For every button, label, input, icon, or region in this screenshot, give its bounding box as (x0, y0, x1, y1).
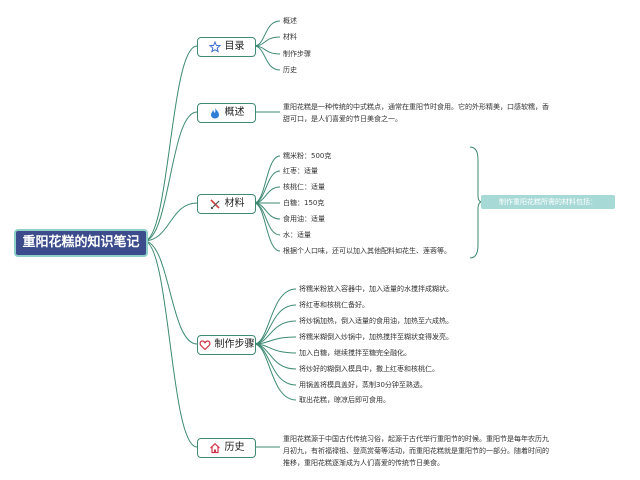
history-text: 重阳花糕源于中国古代传统习俗，起源于古代举行重阳节的时候。重阳节是每年农历九月初… (283, 435, 549, 467)
material-item[interactable]: 根据个人口味，还可以加入其他配料如花生、莲蓉等。 (283, 247, 451, 255)
branch-toc[interactable]: 目录 (197, 37, 256, 57)
material-item[interactable]: 红枣：适量 (283, 167, 318, 175)
branch-overview[interactable]: 概述 (197, 103, 256, 123)
step-item[interactable]: 取出花糕，晾凉后即可食用。 (299, 396, 390, 404)
toc-item[interactable]: 历史 (283, 66, 297, 74)
step-item[interactable]: 将炒好的糊倒入模具中，撒上红枣和核桃仁。 (299, 365, 439, 373)
material-item[interactable]: 糯米粉：500克 (283, 152, 332, 160)
tools-icon (209, 198, 221, 210)
star-icon (208, 40, 221, 53)
step-item[interactable]: 用锅盖将模具盖好，蒸制30分钟至熟透。 (299, 381, 427, 389)
overview-text: 重阳花糕是一种传统的中式糕点，通常在重阳节时食用。它的外形精美，口感软糯，香甜可… (283, 103, 549, 123)
branch-history[interactable]: 历史 (197, 438, 256, 458)
branch-materials-label: 材料 (224, 198, 245, 209)
toc-item[interactable]: 概述 (283, 17, 297, 25)
material-item[interactable]: 白糖：150克 (283, 199, 325, 207)
home-icon (209, 442, 221, 454)
material-item[interactable]: 食用油：适量 (283, 215, 325, 223)
flame-icon (209, 107, 221, 119)
material-item[interactable]: 核桃仁：适量 (283, 183, 325, 191)
step-item[interactable]: 将红枣和核桃仁备好。 (299, 301, 369, 309)
root-topic[interactable]: 重阳花糕的知识笔记 (14, 229, 148, 257)
branch-steps-label: 制作步骤 (214, 339, 255, 350)
step-item[interactable]: 将糯米糊倒入炒锅中，加热搅拌至糊状变得发亮。 (299, 333, 453, 341)
toc-item[interactable]: 材料 (283, 33, 297, 41)
branch-steps[interactable]: 制作步骤 (197, 335, 256, 355)
materials-summary-note[interactable]: 制作重阳花糕所需的材料包括： (481, 195, 615, 209)
toc-item[interactable]: 制作步骤 (283, 50, 311, 58)
material-item[interactable]: 水：适量 (283, 231, 311, 239)
step-item[interactable]: 将炒锅加热，倒入适量的食用油，加热至六成热。 (299, 317, 453, 325)
branch-history-label: 历史 (224, 442, 245, 453)
step-item[interactable]: 将糯米粉放入容器中，加入适量的水搅拌成糊状。 (299, 285, 453, 293)
branch-toc-label: 目录 (224, 41, 245, 52)
heart-icon (198, 339, 211, 351)
branch-materials[interactable]: 材料 (197, 194, 256, 214)
step-item[interactable]: 加入白糖，继续搅拌至糖完全融化。 (299, 349, 411, 357)
branch-overview-label: 概述 (224, 107, 245, 118)
